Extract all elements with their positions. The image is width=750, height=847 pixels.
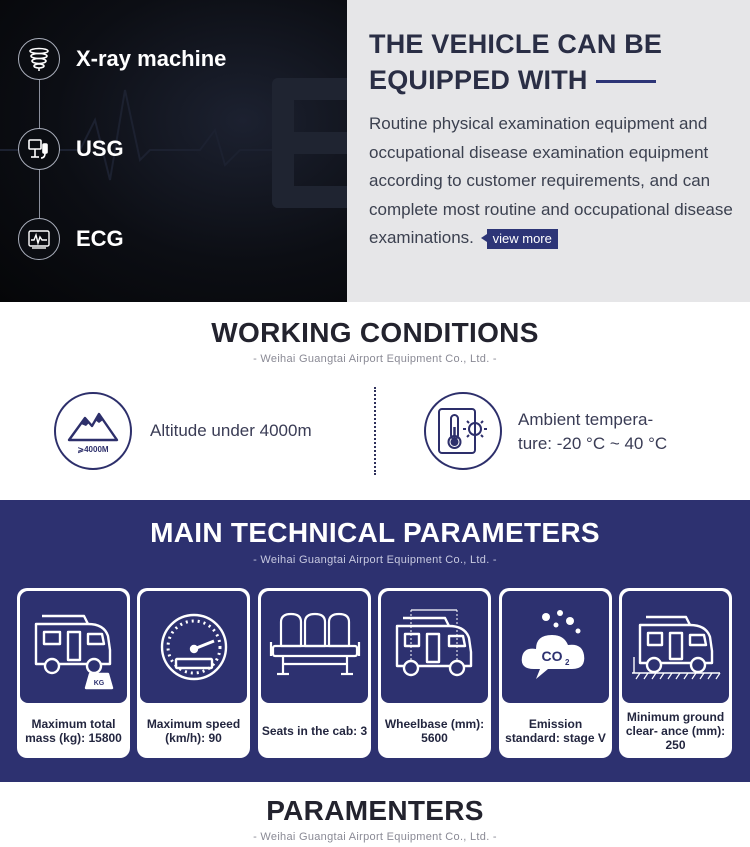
heartbeat-background-icon: [0, 89, 347, 181]
equipment-label: USG: [76, 136, 124, 161]
conditions-divider: [374, 387, 376, 475]
equipment-label: ECG: [76, 226, 124, 251]
view-more-button[interactable]: view more: [480, 229, 558, 249]
altitude-condition: Altitude under 4000m: [150, 421, 312, 440]
co2-label: CO: [541, 648, 562, 664]
equipment-label: X-ray machine: [76, 46, 227, 71]
parameter-card-emission: CO 2 Emission standard: stage V: [499, 588, 612, 758]
parameter-caption: Emission standard: stage V: [505, 717, 606, 745]
equipment-description-text: Routine physical examination equipment a…: [369, 114, 733, 247]
parameters-subtitle: - Weihai Guangtai Airport Equipment Co.,…: [253, 831, 497, 843]
speedometer-icon: [140, 591, 247, 703]
parameter-card-wheelbase: Wheelbase (mm): 5600: [378, 588, 491, 758]
parameter-caption: Wheelbase (mm): 5600: [384, 717, 485, 745]
parameter-card-speed: Maximum speed (km/h): 90: [137, 588, 250, 758]
background-letter-decoration: [272, 78, 347, 208]
equipment-description-panel: THE VEHICLE CAN BE EQUIPPED WITH Routine…: [347, 0, 750, 302]
x-ray-machine-icon: [18, 38, 60, 80]
co2-subscript: 2: [565, 658, 570, 667]
parameter-caption: Maximum total mass (kg): 15800: [25, 717, 122, 745]
title-underline: [595, 80, 656, 84]
temperature-condition: Ambient tempera- ture: -20 °C ~ 40 °C: [518, 408, 718, 456]
working-conditions-subtitle: - Weihai Guangtai Airport Equipment Co.,…: [253, 353, 497, 365]
technical-parameters-title: MAIN TECHNICAL PARAMETERS: [150, 517, 600, 548]
ground-clearance-icon: [622, 591, 729, 703]
temperature-line-2: ture: -20 °C ~ 40 °C: [518, 434, 668, 453]
kg-badge: KG: [93, 680, 104, 687]
parameter-caption: Maximum speed (km/h): 90: [146, 717, 241, 745]
equipment-title: THE VEHICLE CAN BE EQUIPPED WITH: [369, 26, 739, 98]
seats-icon: [261, 591, 368, 703]
altitude-badge: ⩾4000M: [77, 445, 109, 454]
ultrasound-icon: [18, 128, 60, 170]
thermometer-sun-icon: [424, 392, 502, 470]
wheelbase-icon: [381, 591, 488, 703]
technical-parameters-subtitle: - Weihai Guangtai Airport Equipment Co.,…: [253, 554, 497, 566]
parameter-card-mass: KG Maximum total mass (kg): 15800: [17, 588, 130, 758]
equipment-item-x-ray: X-ray machine: [18, 38, 226, 80]
parameter-card-seats: Seats in the cab: 3: [258, 588, 371, 758]
equipment-item-usg: USG: [18, 128, 124, 170]
ecg-monitor-icon: [18, 218, 60, 260]
parameter-caption: Minimum ground clear- ance (mm): 250: [625, 710, 726, 752]
working-conditions-title: WORKING CONDITIONS: [211, 317, 539, 348]
parameters-title: PARAMENTERS: [266, 795, 484, 826]
equipment-section: X-ray machine USG: [0, 0, 750, 302]
parameter-caption: Seats in the cab: 3: [261, 724, 368, 738]
co2-cloud-icon: CO 2: [502, 591, 609, 703]
camper-weight-icon: KG: [20, 591, 127, 703]
equipment-list-panel: X-ray machine USG: [0, 0, 347, 302]
mountain-altitude-icon: ⩾4000M: [54, 392, 132, 470]
parameter-cards: KG Maximum total mass (kg): 15800 Maximu…: [17, 588, 735, 758]
parameter-card-ground-clearance: Minimum ground clear- ance (mm): 250: [619, 588, 732, 758]
equipment-item-ecg: ECG: [18, 218, 124, 260]
temperature-line-1: Ambient tempera-: [518, 410, 654, 429]
equipment-description: Routine physical examination equipment a…: [369, 110, 739, 253]
equipment-title-text: THE VEHICLE CAN BE EQUIPPED WITH: [369, 29, 663, 95]
